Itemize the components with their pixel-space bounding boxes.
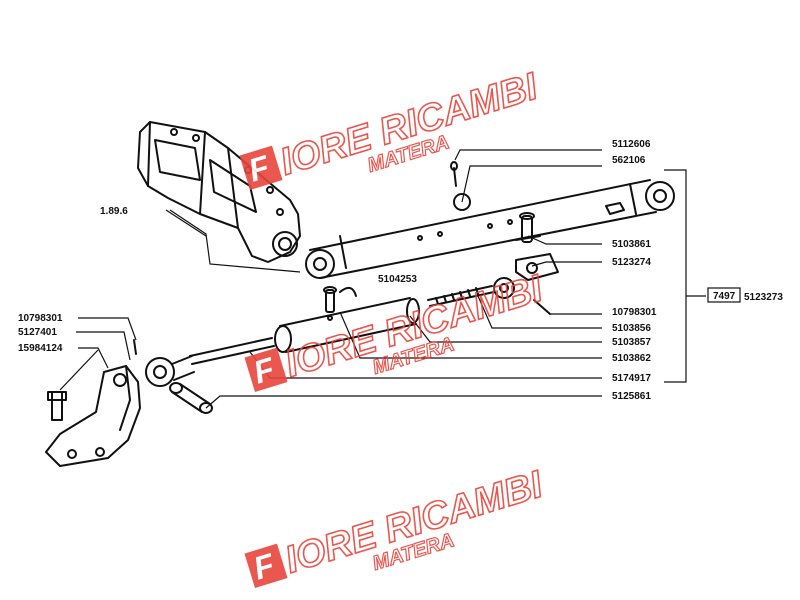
lower-rod	[145, 337, 275, 387]
part-label-10798301-right: 10798301	[612, 307, 657, 318]
part-label-562106: 562106	[612, 155, 646, 166]
part-label-5174917: 5174917	[612, 373, 651, 384]
mounting-bracket	[45, 365, 141, 467]
part-number-labels: 5112606 562106 1.89.6 5103861 5123274 51…	[18, 139, 783, 402]
watermark-brand: IORE RICAMBI	[281, 267, 549, 385]
part-label-5103861: 5103861	[612, 239, 651, 250]
anchor-pin	[169, 382, 213, 414]
part-label-15984124: 15984124	[18, 343, 63, 354]
watermark-brand: IORE RICAMBI	[281, 463, 549, 581]
watermark-top: F IORE RICAMBI MATERA	[239, 65, 544, 190]
cotter-pins	[133, 161, 551, 355]
watermark-bottom: F IORE RICAMBI MATERA	[244, 463, 549, 588]
part-label-5112606: 5112606	[612, 139, 651, 150]
part-label-5103857: 5103857	[612, 337, 651, 348]
clevis-assembly	[515, 212, 559, 281]
watermark-logo-box	[244, 543, 288, 588]
assembly-ref-box	[707, 287, 741, 303]
part-label-5125861: 5125861	[612, 391, 651, 402]
assembly-ref-label: 7497	[713, 291, 736, 302]
part-label-1-89-6: 1.89.6	[100, 206, 128, 217]
part-label-5103862: 5103862	[612, 353, 651, 364]
bolt	[47, 391, 67, 421]
part-label-5123273: 5123273	[744, 292, 783, 303]
watermarks: F IORE RICAMBI MATERA F IORE RICAMBI MAT…	[239, 65, 549, 588]
watermark-logo-box	[244, 347, 288, 392]
part-label-5103856: 5103856	[612, 323, 651, 334]
diagram-linework	[45, 121, 675, 467]
adjusting-screw	[427, 277, 515, 307]
part-label-5123274: 5123274	[612, 257, 651, 268]
watermark-logo-box	[239, 145, 283, 190]
lock-pin	[323, 286, 357, 313]
part-label-5127401: 5127401	[18, 327, 57, 338]
part-label-5104253: 5104253	[378, 274, 417, 285]
top-link-arm	[305, 179, 675, 279]
part-label-10798301-left: 10798301	[18, 313, 63, 324]
